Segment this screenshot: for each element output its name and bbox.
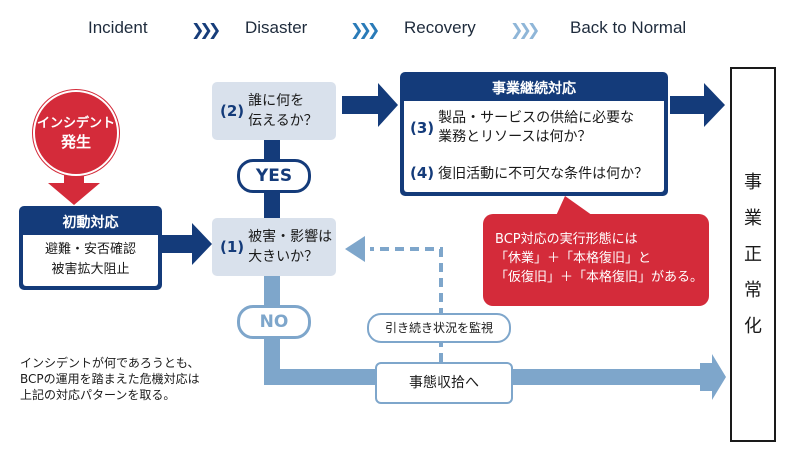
callout-line1: BCP対応の実行形態には <box>495 232 638 247</box>
footnote-line3: 上記の対応パターンを取る。 <box>20 388 176 402</box>
no-label: NO <box>237 305 311 339</box>
phase-recovery: Recovery <box>404 18 476 37</box>
footnote-line1: インシデントが何であろうとも、 <box>20 356 200 370</box>
question-1-line2: 大きいか？ <box>248 249 319 265</box>
chevron-icon: ❯❯❯ <box>510 20 540 39</box>
arrow-return-to-q1 <box>345 236 365 262</box>
normalization-char: 事 <box>744 171 762 193</box>
footnote-line2: BCPの運用を踏まえた危機対応は <box>20 372 200 386</box>
yes-label: YES <box>237 159 311 193</box>
phase-back-to-normal: Back to Normal <box>570 18 687 37</box>
arrow-initial-to-q1 <box>162 223 212 265</box>
arrow-continuity-to-normal <box>670 83 725 127</box>
arrow-to-normal-light <box>700 354 726 400</box>
question-2-line1: 誰に何を <box>248 93 305 109</box>
footnote: インシデントが何であろうとも、 BCPの運用を踏まえた危機対応は 上記の対応パタ… <box>20 355 200 403</box>
question-3-line1: 製品・サービスの供給に必要な <box>438 110 635 126</box>
callout-line2: 「休業」＋「本格復旧」と <box>495 251 652 266</box>
question-1-box: (1) 被害・影響は 大きいか？ <box>212 218 336 276</box>
callout-tail <box>555 196 596 218</box>
settle-box: 事態収拾へ <box>375 362 513 404</box>
question-4-number: (4) <box>410 164 435 182</box>
business-continuity-title: 事業継続対応 <box>492 81 576 97</box>
initial-response-box: 初動対応 避難・安否確認 被害拡大阻止 <box>19 206 162 290</box>
question-2-box: (2) 誰に何を 伝えるか？ <box>212 82 336 140</box>
phase-disaster: Disaster <box>245 18 308 37</box>
initial-response-line1: 避難・安否確認 <box>44 242 136 257</box>
chevron-icon: ❯❯❯ <box>350 20 380 39</box>
bcp-callout: BCP対応の実行形態には 「休業」＋「本格復旧」と 「仮復旧」＋「本格復旧」があ… <box>483 214 709 306</box>
monitor-label: 引き続き状況を監視 <box>367 313 511 343</box>
business-continuity-box: 事業継続対応 (3) 製品・サービスの供給に必要な 業務とリソースは何か？ (4… <box>400 72 668 196</box>
question-2-number: (2) <box>220 102 245 120</box>
normalization-char: 常 <box>744 279 762 301</box>
arrow-down-red <box>48 172 100 205</box>
initial-response-title: 初動対応 <box>62 215 119 231</box>
chevron-icon: ❯❯❯ <box>191 20 221 39</box>
question-4-text: 復旧活動に不可欠な条件は何か？ <box>438 166 649 182</box>
phase-incident: Incident <box>88 18 148 37</box>
arrow-q2-to-continuity <box>342 83 398 127</box>
incident-occurrence: インシデント 発生 <box>33 90 119 176</box>
incident-line1: インシデント <box>36 116 115 131</box>
initial-response-line2: 被害拡大阻止 <box>51 262 130 277</box>
question-3-line2: 業務とリソースは何か？ <box>438 129 592 145</box>
business-normalization-box: 事 業 正 常 化 <box>730 67 776 442</box>
normalization-char: 正 <box>744 243 762 265</box>
question-3-number: (3) <box>410 119 435 137</box>
incident-line2: 発生 <box>60 133 91 151</box>
dashed-return-line <box>370 247 443 362</box>
question-1-number: (1) <box>220 238 245 256</box>
question-1-line1: 被害・影響は <box>248 229 333 245</box>
normalization-char: 化 <box>744 315 762 337</box>
normalization-char: 業 <box>744 207 762 229</box>
callout-line3: 「仮復旧」＋「本格復旧」がある。 <box>495 270 704 285</box>
question-2-line2: 伝えるか？ <box>248 113 318 129</box>
